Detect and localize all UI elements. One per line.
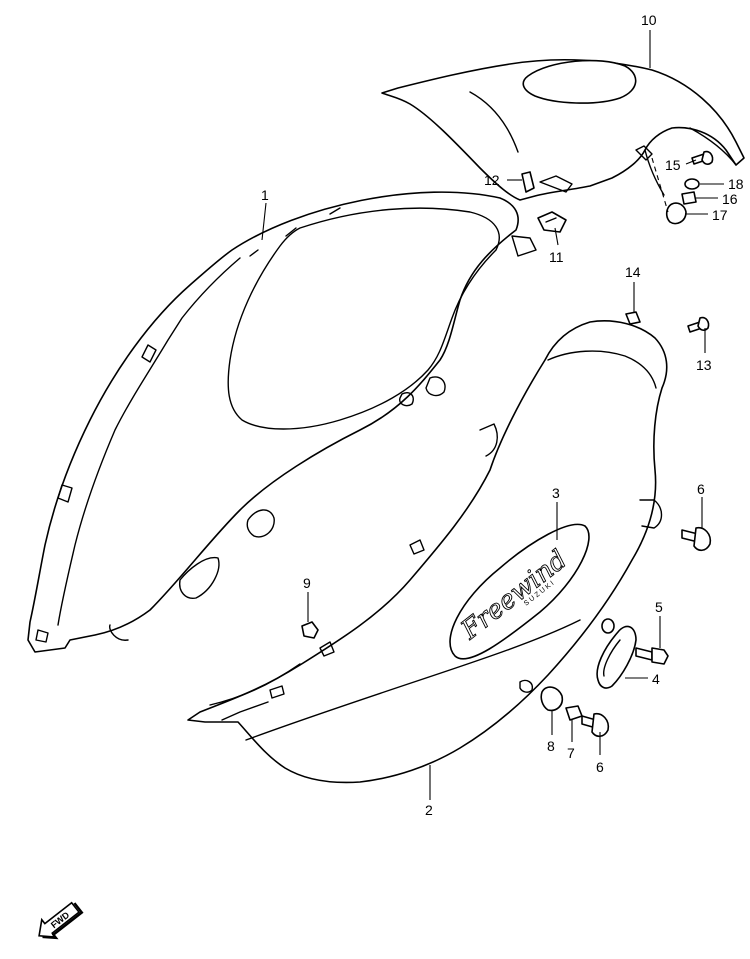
washer-18 xyxy=(684,178,700,190)
callout-4: 4 xyxy=(652,671,660,687)
clip-11 xyxy=(537,211,567,233)
callout-6a: 6 xyxy=(697,481,705,497)
callout-11: 11 xyxy=(549,249,564,265)
fwd-arrow: FWD xyxy=(38,901,84,940)
callout-2: 2 xyxy=(425,802,433,818)
side-cover: Freewind SUZUKI xyxy=(187,320,668,784)
clip-nut-14 xyxy=(625,311,641,325)
assembly-line xyxy=(651,157,669,213)
callout-7: 7 xyxy=(567,745,575,761)
nut-9 xyxy=(301,621,319,639)
callout-6b: 6 xyxy=(596,759,604,775)
bolt-5 xyxy=(635,647,669,665)
callout-17: 17 xyxy=(712,207,728,223)
callout-12: 12 xyxy=(484,172,500,188)
callout-8: 8 xyxy=(547,738,555,754)
callout-9: 9 xyxy=(303,575,311,591)
collar-7 xyxy=(565,705,583,721)
tank-inner-cover xyxy=(27,191,537,653)
gasket-4 xyxy=(596,618,637,689)
callout-16: 16 xyxy=(722,191,738,207)
callout-5: 5 xyxy=(655,599,663,615)
callout-1: 1 xyxy=(261,187,269,203)
tank-top-cover xyxy=(381,58,745,201)
screw-15 xyxy=(691,150,714,165)
callout-13: 13 xyxy=(696,357,712,373)
callout-18: 18 xyxy=(728,176,744,192)
callout-14: 14 xyxy=(625,264,641,280)
bolt-6a xyxy=(681,526,712,552)
callout-15: 15 xyxy=(665,157,681,173)
leader-lines xyxy=(261,30,724,800)
clip-12 xyxy=(521,171,535,193)
grommet-8 xyxy=(540,686,564,712)
callout-3: 3 xyxy=(552,485,560,501)
grommet-17 xyxy=(665,202,687,225)
callout-10: 10 xyxy=(641,12,657,28)
collar-16 xyxy=(681,191,697,205)
screw-13 xyxy=(687,316,710,333)
callouts: 1 2 3 4 5 6 6 7 8 9 10 11 12 13 14 15 16… xyxy=(261,12,744,818)
emblem: Freewind SUZUKI xyxy=(449,523,590,660)
bolt-6b xyxy=(581,712,610,738)
